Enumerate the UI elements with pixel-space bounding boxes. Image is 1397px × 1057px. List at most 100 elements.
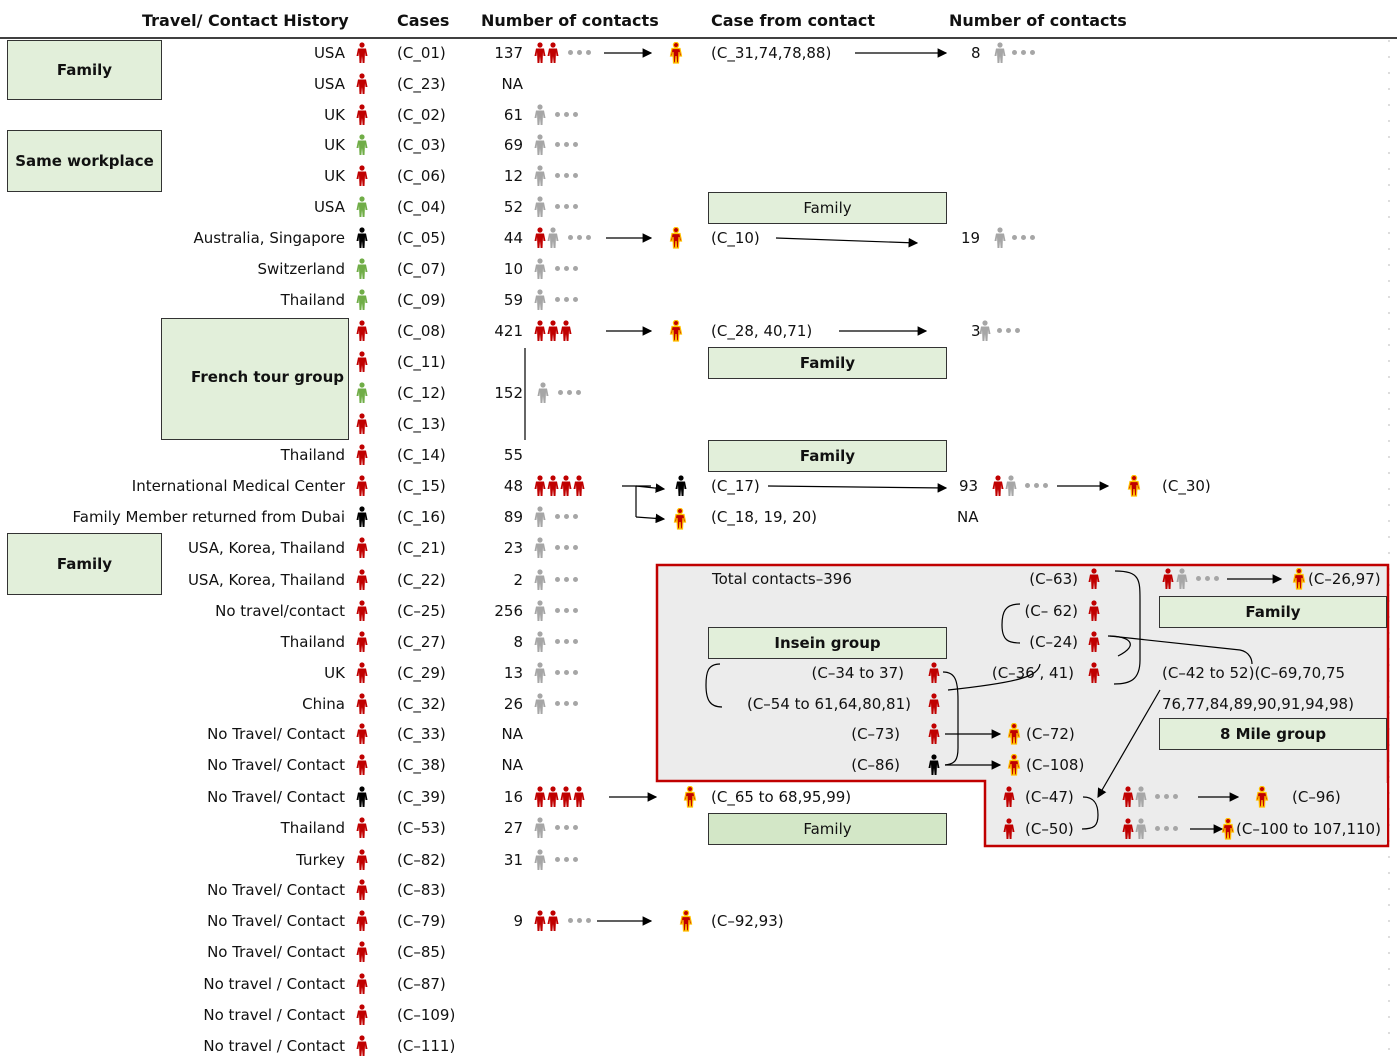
panel-case-icon <box>1003 818 1015 839</box>
case-person-icon <box>356 754 368 775</box>
contact-person-icon <box>534 104 546 125</box>
row-contact-count: 23 <box>503 539 523 557</box>
more-dots-icon <box>1155 794 1187 800</box>
row-case-id: (C_03) <box>397 136 446 154</box>
row-history: UK <box>324 106 345 124</box>
row-contact-count: 89 <box>503 508 523 526</box>
c79-secondary-cases: (C–92,93) <box>711 912 784 930</box>
header-travel-history: Travel/ Contact History <box>142 11 349 30</box>
contact-person-icon <box>547 475 559 496</box>
case-person-icon <box>356 196 368 217</box>
case-person-icon <box>356 569 368 590</box>
row-case-id: (C–53) <box>397 819 446 837</box>
panel-case-icon <box>928 693 940 714</box>
contact-person-icon <box>1005 475 1017 496</box>
row-history: USA <box>313 75 345 93</box>
row-case-id: (C_07) <box>397 260 446 278</box>
more-dots-icon <box>555 825 587 831</box>
row-case-id: (C_04) <box>397 198 446 216</box>
c01-secondary-contacts: 8 <box>971 44 981 62</box>
row-contact-count: 27 <box>503 819 523 837</box>
more-dots-icon <box>555 204 587 210</box>
contact-person-icon <box>534 600 546 621</box>
more-dots-icon <box>555 701 587 707</box>
row-contact-count: 13 <box>503 664 523 682</box>
case-person-icon <box>356 227 368 248</box>
panel-case-icon <box>1088 631 1100 652</box>
secondary-case-icon <box>675 475 687 496</box>
row-contact-count: 61 <box>503 106 523 124</box>
row-case-id: (C_02) <box>397 106 446 124</box>
contact-person-icon <box>534 42 546 63</box>
contact-person-icon <box>534 134 546 155</box>
contact-person-icon <box>547 910 559 931</box>
row-case-id: (C–111) <box>397 1037 456 1055</box>
contact-person-icon <box>534 196 546 217</box>
panel-c34-37: (C–34 to 37) <box>811 664 904 682</box>
c15-secondary-cases-b: (C_18, 19, 20) <box>711 508 818 526</box>
panel-c96: (C–96) <box>1292 788 1341 806</box>
row-history: No travel / Contact <box>203 1037 345 1055</box>
case-person-icon <box>356 817 368 838</box>
contact-person-icon <box>534 910 546 931</box>
panel-8-mile-group-box: 8 Mile group <box>1159 718 1387 750</box>
contact-person-icon <box>560 475 572 496</box>
more-dots-icon <box>558 390 590 396</box>
row-case-id: (C_33) <box>397 725 446 743</box>
secondary-case-icon <box>669 42 683 64</box>
contact-person-icon <box>573 475 585 496</box>
contact-person-icon <box>534 506 546 527</box>
row-case-id: (C–83) <box>397 881 446 899</box>
more-dots-icon <box>555 670 587 676</box>
more-dots-icon <box>555 297 587 303</box>
more-dots-icon <box>1196 576 1228 582</box>
more-dots-icon <box>555 608 587 614</box>
row-history: USA <box>313 44 345 62</box>
c08-secondary-contacts: 3 <box>971 322 981 340</box>
row-history: No Travel/ Contact <box>207 788 345 806</box>
case-person-icon <box>356 723 368 744</box>
row-history: Switzerland <box>257 260 346 278</box>
case-person-icon <box>356 42 368 63</box>
more-dots-icon <box>568 50 600 56</box>
more-dots-icon <box>555 173 587 179</box>
row-history: UK <box>324 664 345 682</box>
panel-c50: (C–50) <box>1025 820 1074 838</box>
group-box-family-1: Family <box>7 40 162 100</box>
row-case-id: (C_09) <box>397 291 446 309</box>
row-case-id: (C_21) <box>397 539 446 557</box>
contact-person-icon <box>534 631 546 652</box>
case-person-icon <box>356 165 368 186</box>
case-person-icon <box>356 849 368 870</box>
c15-secondary-contacts: 93 <box>959 477 979 495</box>
panel-c26-97: (C–26,97) <box>1308 570 1381 588</box>
row-contact-count: NA <box>501 75 523 93</box>
contact-person-icon <box>534 258 546 279</box>
row-contact-count: 9 <box>513 912 523 930</box>
group-box-family-2: Family <box>7 533 162 595</box>
row-contact-count: 48 <box>503 477 523 495</box>
contact-person-icon <box>560 786 572 807</box>
contact-person-icon <box>979 320 991 341</box>
row-contact-count: 69 <box>503 136 523 154</box>
more-dots-icon <box>1025 483 1057 489</box>
contact-person-icon <box>534 165 546 186</box>
row-case-id: (C_13) <box>397 415 446 433</box>
more-dots-icon <box>555 266 587 272</box>
case-person-icon <box>356 662 368 683</box>
row-case-id: (C_32) <box>397 695 446 713</box>
case-person-icon <box>356 475 368 496</box>
row-history: UK <box>324 167 345 185</box>
row-history: Family Member returned from Dubai <box>72 508 346 526</box>
row-case-id: (C_08) <box>397 322 446 340</box>
case-person-icon <box>356 320 368 341</box>
contact-person-icon <box>1122 818 1134 839</box>
panel-c76-98: 76,77,84,89,90,91,94,98) <box>1162 695 1354 713</box>
contact-person-icon <box>992 475 1004 496</box>
row-history: No travel / Contact <box>203 975 345 993</box>
panel-case-icon <box>1088 568 1100 589</box>
panel-c47: (C–47) <box>1025 788 1074 806</box>
header-contacts-2: Number of contacts <box>949 11 1127 30</box>
c39-secondary-cases: (C_65 to 68,95,99) <box>711 788 852 806</box>
case-person-icon <box>356 631 368 652</box>
